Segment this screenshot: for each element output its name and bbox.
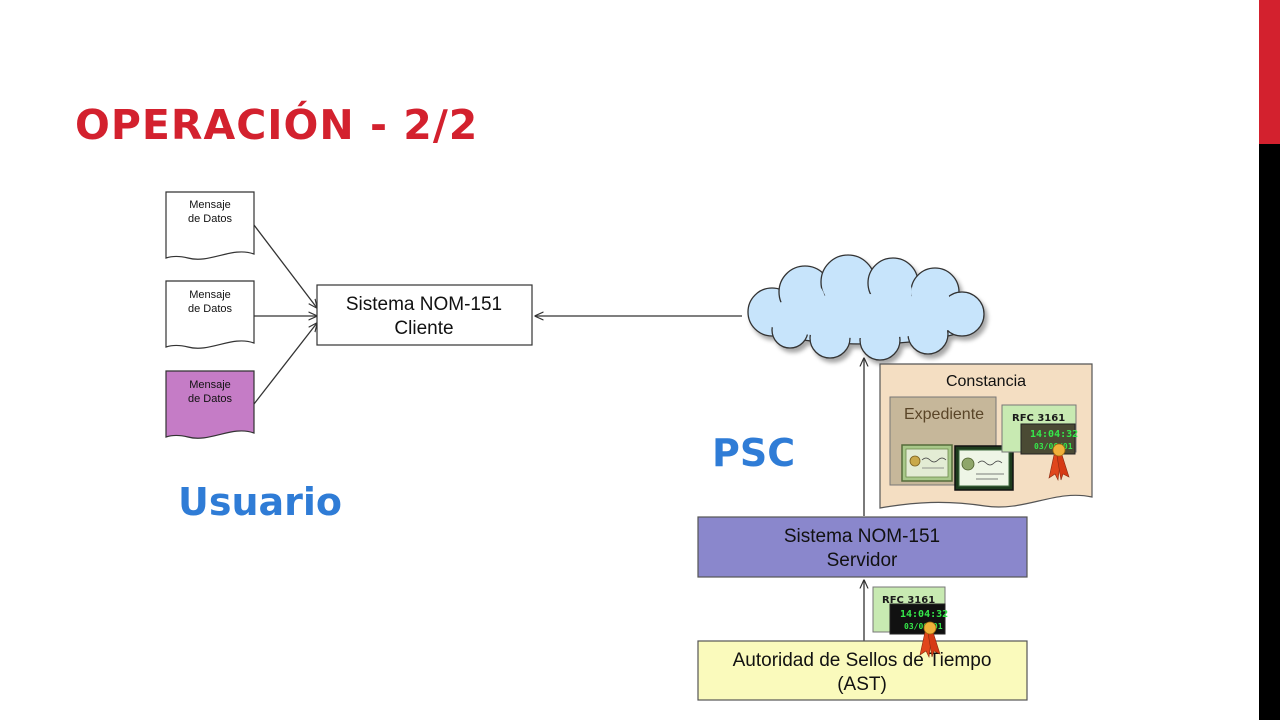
document-2-line2: de Datos bbox=[188, 303, 233, 315]
svg-text:Mensaje: Mensaje bbox=[189, 289, 231, 301]
document-3-line2: de Datos bbox=[188, 393, 233, 405]
svg-text:de Datos: de Datos bbox=[188, 303, 233, 315]
timestamp-token-ast: RFC 3161 14:04:32 03/06/01 bbox=[872, 586, 948, 635]
date-label-ast: 03/06/01 bbox=[904, 622, 943, 631]
server-box-line2: Servidor bbox=[827, 550, 898, 571]
client-box-line2: Cliente bbox=[394, 318, 453, 339]
arrow-doc1-to-client bbox=[253, 224, 317, 308]
svg-text:Mensaje: Mensaje bbox=[189, 199, 231, 211]
server-system-box: Sistema NOM-151 Servidor bbox=[697, 516, 1028, 578]
time-label-ast: 14:04:32 bbox=[900, 609, 948, 620]
ribbon-seal-icon bbox=[1048, 443, 1070, 482]
edge-bar-red bbox=[1259, 0, 1280, 144]
arrow-doc3-to-client bbox=[253, 323, 317, 405]
document-3: Mensaje de Datos bbox=[165, 370, 255, 439]
psc-label: PSC bbox=[712, 431, 795, 475]
edge-bar-black bbox=[1259, 144, 1280, 720]
usuario-label: Usuario bbox=[178, 480, 342, 524]
slide-title: OPERACIÓN - 2/2 bbox=[75, 101, 479, 149]
date-label-constancia: 03/06/01 bbox=[1034, 442, 1073, 451]
time-label-constancia: 14:04:32 bbox=[1030, 429, 1078, 440]
svg-text:(AST): (AST) bbox=[837, 674, 887, 695]
ast-box: Autoridad de Sellos de Tiempo (AST) bbox=[697, 640, 1028, 701]
client-box-line1: Sistema NOM-151 bbox=[346, 294, 502, 315]
svg-text:Sistema NOM-151: Sistema NOM-151 bbox=[784, 526, 940, 547]
document-2-line1: Mensaje bbox=[189, 289, 231, 301]
ast-box-line2: (AST) bbox=[837, 674, 887, 695]
document-3-line1: Mensaje bbox=[189, 379, 231, 391]
constancia-title: Constancia bbox=[946, 373, 1026, 390]
server-box-line1: Sistema NOM-151 bbox=[784, 526, 940, 547]
cloud-icon bbox=[747, 254, 985, 361]
document-1: Mensaje de Datos bbox=[165, 191, 255, 260]
ribbon-seal-icon-ast bbox=[919, 621, 941, 659]
document-1-line1: Mensaje bbox=[189, 199, 231, 211]
svg-text:de Datos: de Datos bbox=[188, 213, 233, 225]
document-1-line2: de Datos bbox=[188, 213, 233, 225]
svg-text:Autoridad de Sellos de Tiempo: Autoridad de Sellos de Tiempo bbox=[733, 650, 992, 671]
timestamp-token-constancia: RFC 3161 14:04:32 03/06/01 bbox=[1001, 404, 1078, 455]
svg-text:Mensaje: Mensaje bbox=[189, 379, 231, 391]
ast-box-line1: Autoridad de Sellos de Tiempo bbox=[733, 650, 992, 671]
svg-text:Servidor: Servidor bbox=[827, 550, 898, 571]
document-2: Mensaje de Datos bbox=[165, 280, 255, 349]
rfc-label-ast: RFC 3161 bbox=[882, 595, 935, 606]
svg-text:de Datos: de Datos bbox=[188, 393, 233, 405]
certificate-icon-1 bbox=[901, 444, 953, 482]
rfc-label-constancia: RFC 3161 bbox=[1012, 413, 1065, 424]
certificate-icon-2 bbox=[954, 445, 1014, 491]
expediente-label: Expediente bbox=[904, 406, 984, 423]
client-system-box: Sistema NOM-151 Cliente bbox=[316, 284, 533, 346]
connector-lines bbox=[253, 224, 864, 641]
constancia-document: Constancia Expediente RFC 3161 14:04:32 bbox=[879, 363, 1093, 509]
svg-text:Sistema NOM-151: Sistema NOM-151 bbox=[346, 294, 502, 315]
svg-text:Cliente: Cliente bbox=[394, 318, 453, 339]
